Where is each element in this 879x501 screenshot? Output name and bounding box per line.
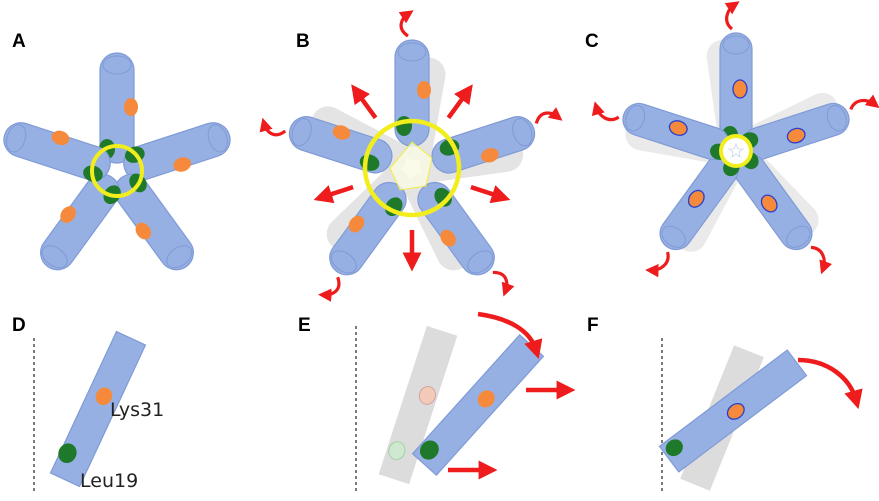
panel-label-a: A [12, 31, 26, 52]
panel-f: F [587, 315, 863, 492]
helix-a-3 [114, 173, 194, 271]
helix-c-1 [719, 32, 753, 144]
panel-label-b: B [296, 31, 310, 52]
residue-label-lys31: Lys31 [110, 399, 164, 421]
panel-a: A [3, 31, 231, 271]
pentamer-b [259, 10, 563, 302]
panel-e: E [298, 311, 576, 492]
previous-pore-outline [389, 141, 433, 191]
helix-f [658, 349, 808, 473]
outward-arrows-b [313, 84, 511, 272]
ghost-helix-e [378, 325, 458, 485]
tilt-arrow-e [477, 311, 543, 360]
panel-d: D Lys31 Leu19 [12, 315, 164, 492]
rotation-arrows-c [591, 1, 879, 278]
helix-a-4 [40, 173, 121, 271]
pentamer-a [3, 52, 231, 271]
tilt-arrow-f [797, 357, 863, 410]
rotation-arrows-b [259, 10, 563, 302]
helix-d [49, 330, 147, 488]
panel-c: C [585, 1, 879, 278]
panel-label-c: C [585, 31, 599, 52]
helix-a-1 [99, 52, 138, 164]
helix-a-5 [3, 122, 111, 182]
panel-label-e: E [298, 315, 311, 336]
residue-label-leu19: Leu19 [80, 470, 138, 492]
pentamer-c [591, 1, 879, 278]
helix-c-3 [733, 151, 813, 251]
pore-ring-b [362, 118, 462, 218]
helix-b-1 [394, 39, 431, 147]
helix-e [411, 333, 545, 477]
panel-label-f: F [587, 315, 599, 336]
pore-ring-a [90, 144, 144, 198]
panel-label-d: D [12, 315, 26, 336]
panel-b: B [259, 10, 563, 302]
pore-star-c [727, 142, 745, 158]
